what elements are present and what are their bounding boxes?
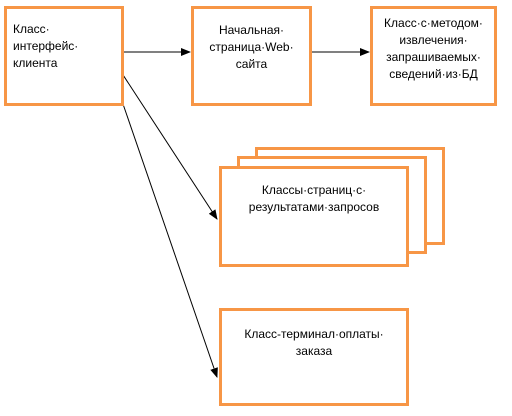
client-interface-line-1: Класс· xyxy=(13,22,50,36)
retrieval-method-line-3: запрашиваемых· xyxy=(386,50,481,64)
payment-terminal-line-2: заказа xyxy=(295,344,333,358)
client-interface-line-3: клиента xyxy=(13,56,58,70)
retrieval-method-line-2: извлечения· xyxy=(399,33,468,47)
retrieval-method-line-4: сведений·из·БД xyxy=(389,67,478,81)
result-pages-line-1: Классы·страниц·с· xyxy=(261,183,367,197)
retrieval-method-class-box: Класс·с·методом· извлечения· запрашиваем… xyxy=(370,6,497,106)
start-page-label: Начальная· страница·Web· сайта xyxy=(196,22,307,73)
arrow-client-to-result-pages xyxy=(111,57,218,220)
start-page-box: Начальная· страница·Web· сайта xyxy=(191,6,312,106)
retrieval-method-line-1: Класс·с·методом· xyxy=(384,16,483,30)
client-interface-class-box: Класс· интерфейс· клиента xyxy=(4,6,124,106)
arrow-client-to-payment-terminal xyxy=(111,71,218,378)
client-interface-class-label: Класс· интерфейс· клиента xyxy=(13,21,123,72)
client-interface-line-2: интерфейс· xyxy=(13,39,79,53)
retrieval-method-class-label: Класс·с·методом· извлечения· запрашиваем… xyxy=(375,15,492,83)
payment-terminal-class-box: Класс-терминал·оплаты· заказа xyxy=(219,308,409,406)
start-page-line-1: Начальная· xyxy=(218,23,285,37)
result-pages-classes-label: Классы·страниц·с· результатами·запросов xyxy=(224,182,404,216)
payment-terminal-line-1: Класс-терминал·оплаты· xyxy=(244,327,384,341)
start-page-line-2: страница·Web· xyxy=(209,40,294,54)
result-pages-classes-box: Классы·страниц·с· результатами·запросов xyxy=(219,166,409,267)
start-page-line-3: сайта xyxy=(235,57,268,71)
payment-terminal-class-label: Класс-терминал·оплаты· заказа xyxy=(224,326,404,360)
result-pages-line-2: результатами·запросов xyxy=(248,200,380,214)
